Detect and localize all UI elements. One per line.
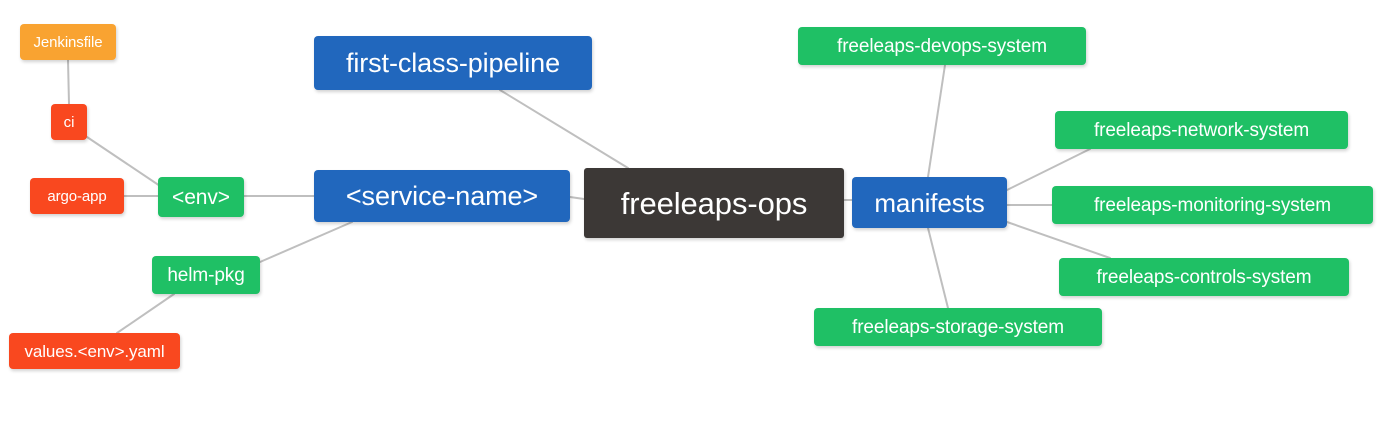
node-label-devops: freeleaps-devops-system xyxy=(837,35,1047,57)
mindmap-node-pipeline[interactable]: first-class-pipeline xyxy=(314,36,592,90)
edge-pipeline-to-freeleaps-ops xyxy=(499,89,629,169)
node-label-manifests: manifests xyxy=(874,187,985,218)
node-label-network: freeleaps-network-system xyxy=(1093,119,1310,141)
mindmap-node-devops[interactable]: freeleaps-devops-system xyxy=(798,27,1086,65)
node-label-env: <env> xyxy=(172,185,230,209)
edge-manifests-to-storage xyxy=(927,227,949,309)
edge-helm-pkg-to-values-yaml xyxy=(116,293,175,334)
node-label-storage: freeleaps-storage-system xyxy=(852,316,1064,338)
mindmap-node-storage[interactable]: freeleaps-storage-system xyxy=(814,308,1102,346)
edge-manifests-to-devops xyxy=(927,64,946,178)
node-label-values-yaml: values.<env>.yaml xyxy=(24,341,165,361)
edge-manifests-to-network xyxy=(1006,148,1091,191)
mindmap-node-manifests[interactable]: manifests xyxy=(852,177,1007,228)
edge-jenkinsfile-to-ci xyxy=(67,59,70,105)
mindmap-node-freeleaps-ops[interactable]: freeleaps-ops xyxy=(584,168,844,238)
edge-service-name-to-helm-pkg xyxy=(259,221,353,263)
node-label-jenkinsfile: Jenkinsfile xyxy=(33,33,103,51)
node-label-monitoring: freeleaps-monitoring-system xyxy=(1094,194,1331,216)
node-label-freeleaps-ops: freeleaps-ops xyxy=(620,185,808,221)
mindmap-node-argo-app[interactable]: argo-app xyxy=(30,178,124,214)
mindmap-node-service-name[interactable]: <service-name> xyxy=(314,170,570,222)
mindmap-node-ci[interactable]: ci xyxy=(51,104,87,140)
edge-manifests-to-controls xyxy=(1006,221,1111,259)
node-label-argo-app: argo-app xyxy=(47,187,107,205)
mindmap-node-monitoring[interactable]: freeleaps-monitoring-system xyxy=(1052,186,1373,224)
mindmap-node-controls[interactable]: freeleaps-controls-system xyxy=(1059,258,1349,296)
node-label-pipeline: first-class-pipeline xyxy=(345,47,561,78)
node-label-ci: ci xyxy=(63,113,75,131)
mindmap-node-env[interactable]: <env> xyxy=(158,177,244,217)
node-label-helm-pkg: helm-pkg xyxy=(167,264,245,286)
mindmap-node-jenkinsfile[interactable]: Jenkinsfile xyxy=(20,24,116,60)
mindmap-node-values-yaml[interactable]: values.<env>.yaml xyxy=(9,333,180,369)
mindmap-node-network[interactable]: freeleaps-network-system xyxy=(1055,111,1348,149)
node-label-controls: freeleaps-controls-system xyxy=(1096,266,1312,288)
edge-service-name-to-freeleaps-ops xyxy=(569,196,585,200)
mindmap-node-helm-pkg[interactable]: helm-pkg xyxy=(152,256,260,294)
node-label-service-name: <service-name> xyxy=(345,180,539,211)
